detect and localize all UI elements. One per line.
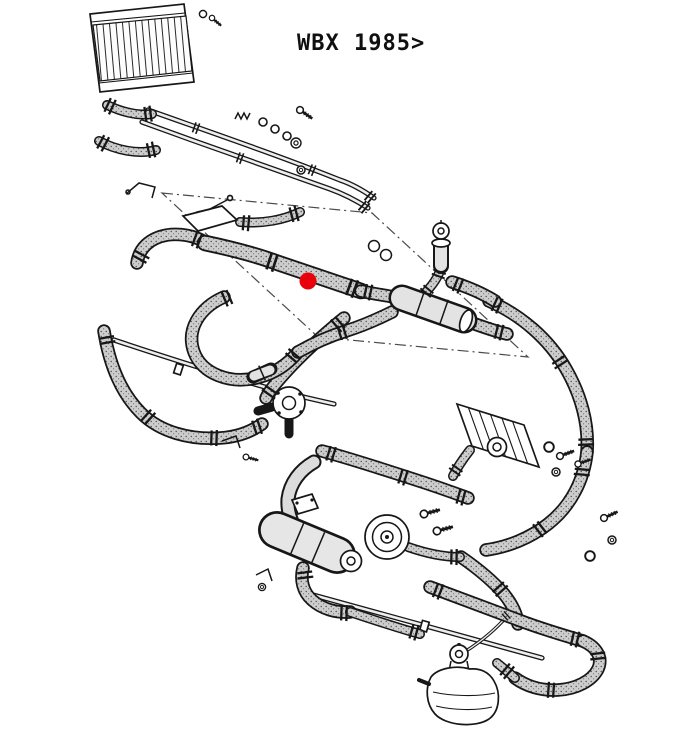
misc-fasteners bbox=[255, 507, 621, 592]
engine-assembly bbox=[277, 462, 456, 573]
heater-valve bbox=[181, 194, 239, 232]
thermostat-housing bbox=[367, 220, 508, 334]
small-fasteners-top bbox=[125, 103, 316, 199]
filler-neck bbox=[431, 238, 451, 248]
expansion-tank bbox=[417, 643, 500, 726]
spring-clip-icon bbox=[234, 111, 251, 121]
heater-box bbox=[455, 402, 593, 477]
blower-port bbox=[486, 436, 508, 458]
highlight-marker[interactable] bbox=[299, 272, 317, 290]
radiator-hoses bbox=[99, 105, 300, 223]
radiator bbox=[89, 3, 224, 93]
water-pump bbox=[221, 362, 306, 465]
idler-pulley bbox=[339, 549, 363, 573]
center-loop-hoses bbox=[192, 297, 392, 398]
tank-cap bbox=[449, 644, 469, 664]
phantom-panel-outline bbox=[160, 192, 530, 358]
diagram-title: WBX 1985> bbox=[297, 31, 426, 56]
filler-cap bbox=[432, 222, 450, 240]
hoses-left bbox=[137, 234, 203, 263]
